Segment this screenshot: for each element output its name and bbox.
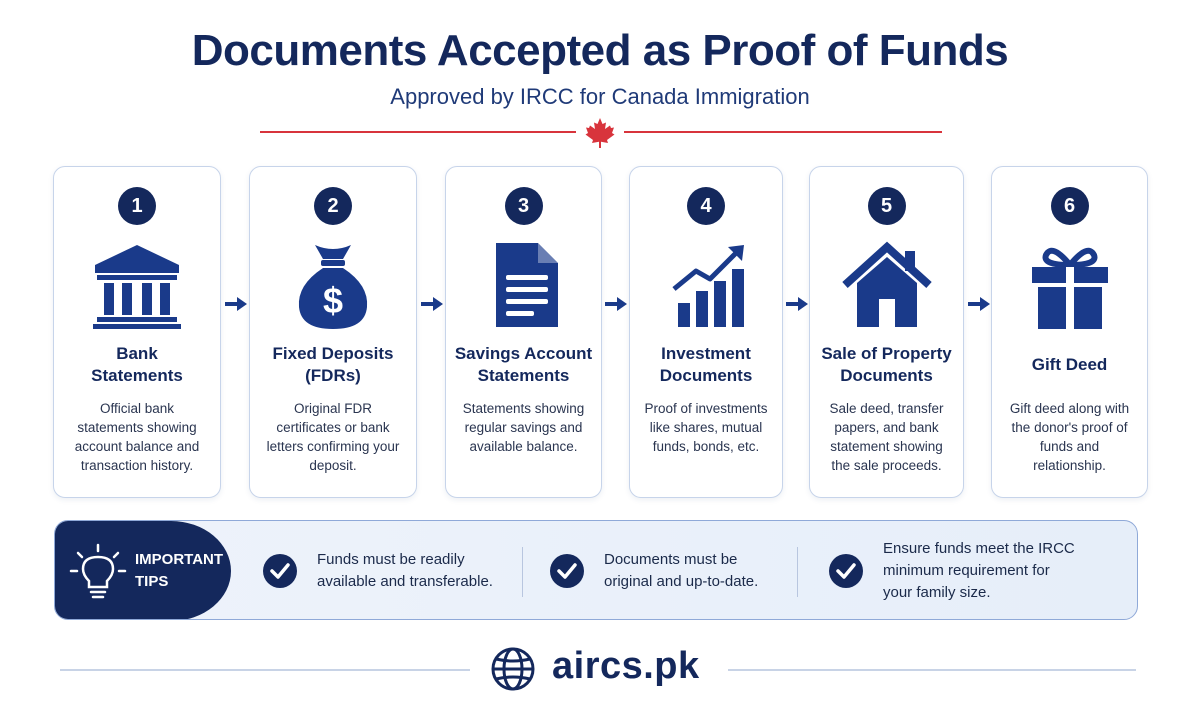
card-title: Savings Account Statements <box>454 344 593 385</box>
card-title: Sale of Property Documents <box>821 344 952 385</box>
arrow-right-icon <box>605 297 627 311</box>
tips-heading: IMPORTANT TIPS <box>135 551 224 590</box>
card-description: Original FDR certificates or bank letter… <box>266 401 400 473</box>
growth-chart-icon <box>672 245 744 327</box>
tip-text: Ensure funds meet the IRCC minimum requi… <box>883 540 1075 601</box>
header-divider-left <box>260 131 576 133</box>
page-subtitle: Approved by IRCC for Canada Immigration <box>390 84 810 109</box>
document-card-bank-statements: 1 Bank Statements Official bank statemen… <box>53 166 221 498</box>
step-number-badge: 4 <box>687 187 725 225</box>
arrow-right-icon <box>968 297 990 311</box>
tip-separator <box>522 547 523 597</box>
brand-url-link[interactable]: aircs.pk <box>552 645 700 687</box>
card-description: Official bank statements showing account… <box>74 401 200 473</box>
tip-separator <box>797 547 798 597</box>
arrow-right-icon <box>421 297 443 311</box>
maple-leaf-icon <box>585 118 615 148</box>
card-description: Sale deed, transfer papers, and bank sta… <box>829 401 944 473</box>
arrow-right-icon <box>786 297 808 311</box>
tip-item: Ensure funds meet the IRCC minimum requi… <box>829 521 1075 619</box>
money-bag-icon: $ <box>298 245 368 329</box>
gift-icon <box>1031 247 1108 329</box>
card-title: Fixed Deposits (FDRs) <box>272 344 394 385</box>
lightbulb-icon <box>69 543 127 599</box>
header-divider-right <box>624 131 942 133</box>
card-description: Gift deed along with the donor's proof o… <box>1009 401 1130 473</box>
step-number-badge: 2 <box>314 187 352 225</box>
card-title: Gift Deed <box>1031 355 1108 374</box>
step-number-badge: 3 <box>504 187 543 225</box>
card-description: Statements showing regular savings and a… <box>462 401 585 454</box>
important-tips-panel: IMPORTANT TIPS Funds must be readily ava… <box>54 520 1138 620</box>
document-card-investment: 4 Investment Documents Proof of investme… <box>629 166 783 498</box>
document-card-fixed-deposits: 2 $ Fixed Deposits (FDRs) Original FDR c… <box>249 166 417 498</box>
step-number-badge: 5 <box>867 187 906 225</box>
step-number-badge: 6 <box>1050 187 1089 225</box>
document-card-gift-deed: 6 Gift Deed Gift deed along with the don… <box>991 166 1148 498</box>
check-circle-icon <box>263 554 297 588</box>
tip-text: Funds must be readily available and tran… <box>317 551 493 590</box>
page-title: Documents Accepted as Proof of Funds <box>191 26 1009 75</box>
tip-text: Documents must be original and up-to-dat… <box>604 551 759 590</box>
house-icon <box>841 241 932 327</box>
card-title: Investment Documents <box>659 344 753 385</box>
globe-icon <box>491 647 535 691</box>
card-description: Proof of investments like shares, mutual… <box>644 401 768 454</box>
footer-divider-left <box>60 669 470 671</box>
check-circle-icon <box>550 554 584 588</box>
card-title: Bank Statements <box>91 344 183 385</box>
footer-divider-right <box>728 669 1136 671</box>
check-circle-icon <box>829 554 863 588</box>
tip-item: Funds must be readily available and tran… <box>263 521 493 619</box>
document-card-savings-account: 3 Savings Account Statements Statements … <box>445 166 602 498</box>
tips-badge: IMPORTANT TIPS <box>55 521 231 619</box>
svg-text:$: $ <box>323 280 343 321</box>
document-icon <box>495 243 558 327</box>
arrow-right-icon <box>225 297 247 311</box>
tip-item: Documents must be original and up-to-dat… <box>550 521 759 619</box>
bank-icon <box>93 245 181 329</box>
document-card-sale-of-property: 5 Sale of Property Documents Sale deed, … <box>809 166 964 498</box>
step-number-badge: 1 <box>118 187 156 225</box>
